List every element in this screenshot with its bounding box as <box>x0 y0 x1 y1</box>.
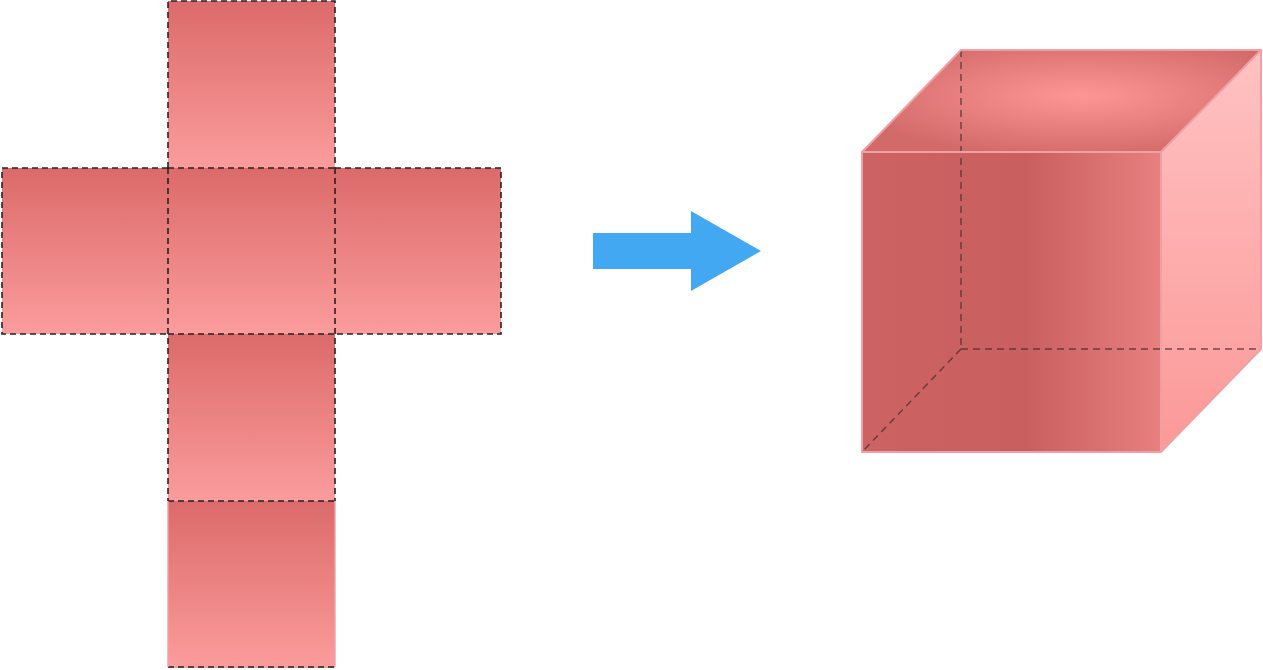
net-face-right <box>335 168 501 334</box>
net-face-lower <box>168 334 335 501</box>
right-arrow-icon <box>593 211 761 291</box>
cube-face-right <box>1161 50 1261 452</box>
cube-hidden-edges <box>861 50 1261 453</box>
net-solid-edges <box>167 501 336 667</box>
net-face-left <box>2 168 168 334</box>
cube-visible-edges <box>861 49 1262 453</box>
cube-face-front <box>862 152 1161 452</box>
cube <box>861 49 1262 453</box>
cube-face-top <box>862 50 1261 152</box>
net-dashed-outline <box>1 0 502 668</box>
net-face-top <box>168 1 335 168</box>
net-face-bottom <box>168 501 335 668</box>
net-face-center <box>168 168 335 334</box>
cube-net <box>1 0 502 668</box>
